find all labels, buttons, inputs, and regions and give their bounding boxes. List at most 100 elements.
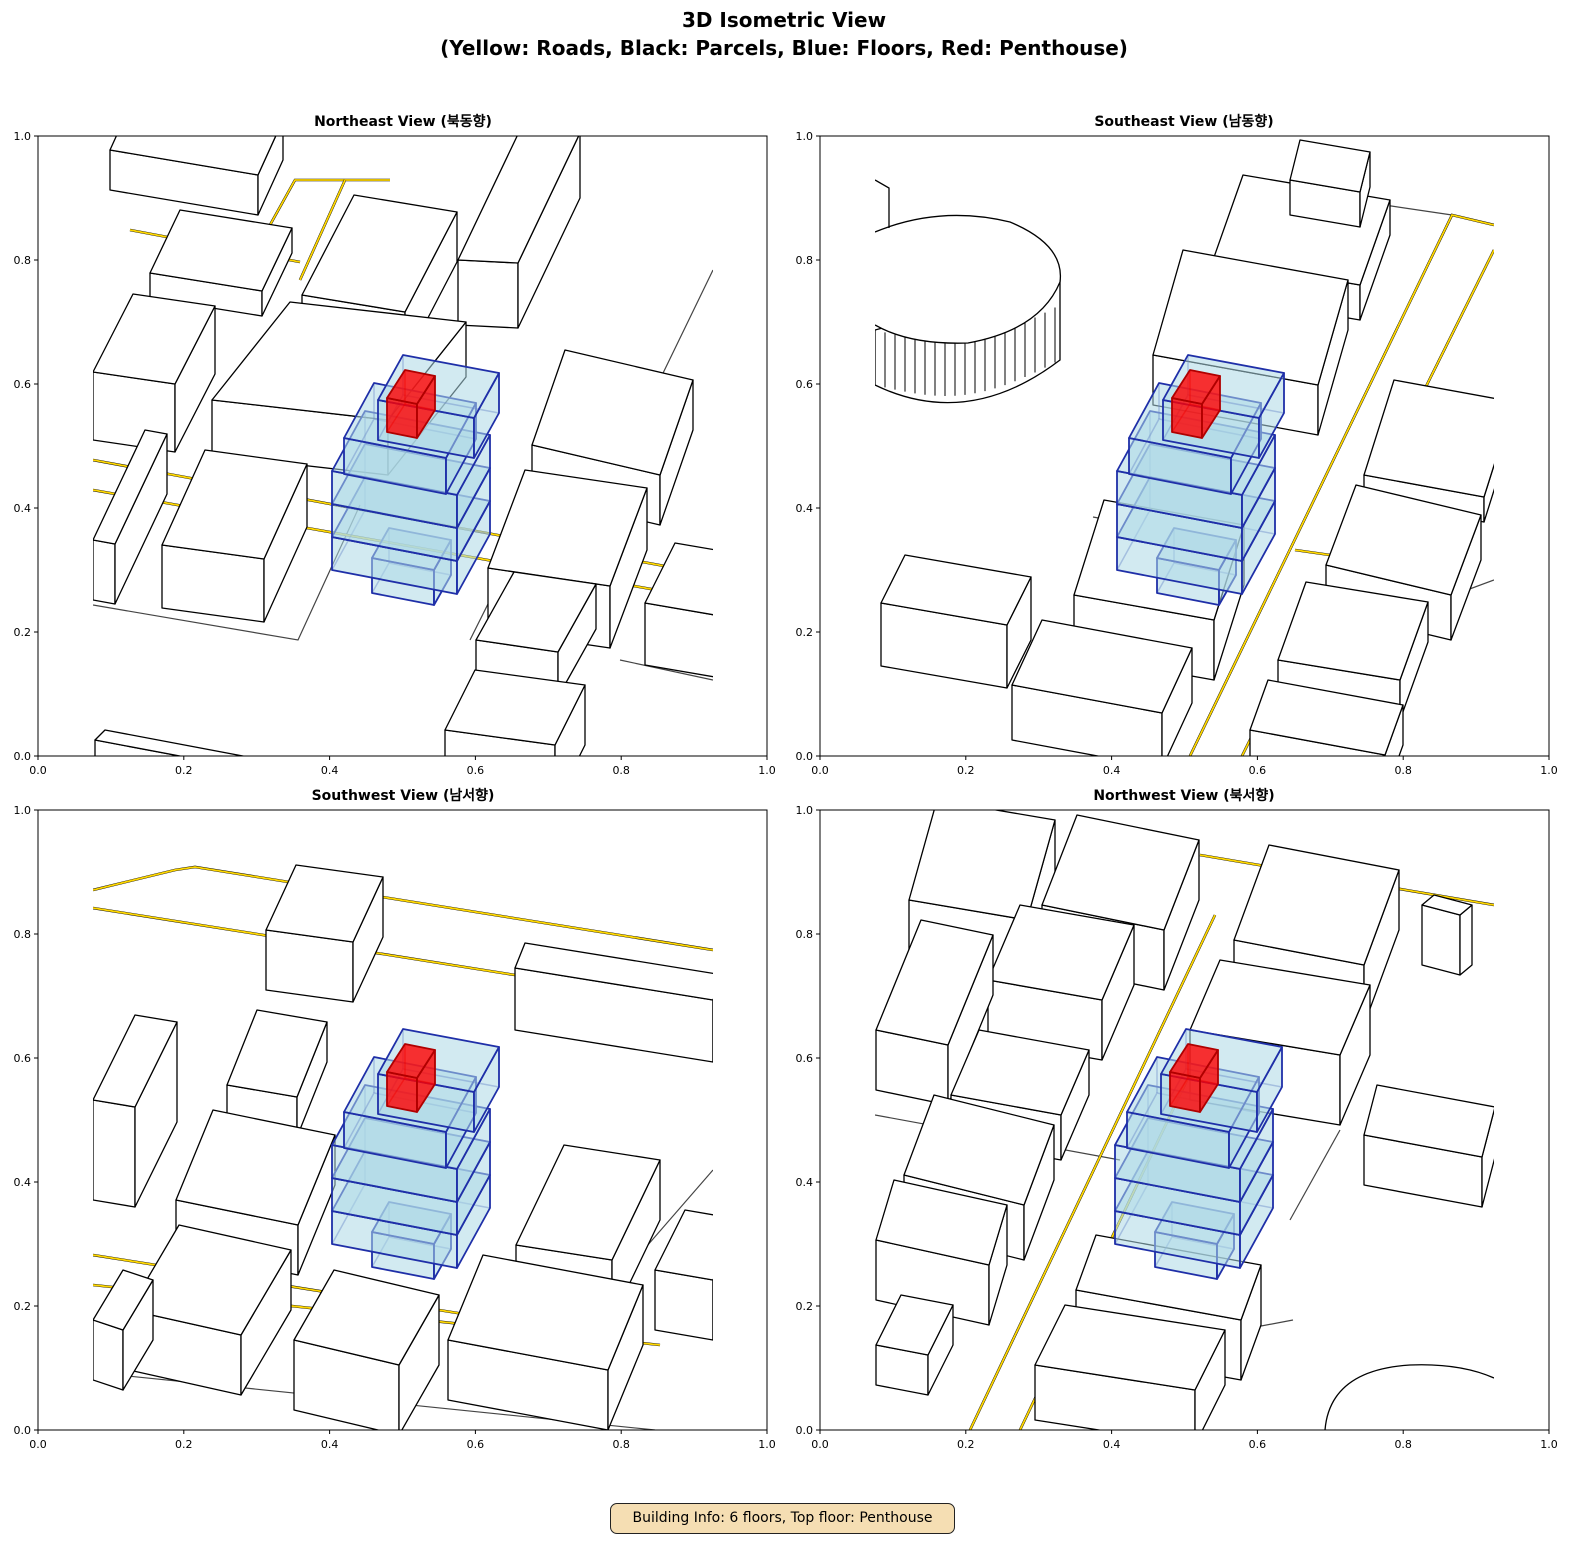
face-side xyxy=(1459,904,1473,976)
x-tick-label: 0.4 xyxy=(321,764,339,777)
face-top xyxy=(880,554,1032,626)
face-front xyxy=(644,602,713,678)
building-block xyxy=(654,1209,713,1341)
building-block xyxy=(93,429,168,605)
axes-frame xyxy=(37,809,768,1431)
penthouse xyxy=(386,369,436,439)
y-tick-label: 0.0 xyxy=(14,750,32,763)
axes-frame xyxy=(37,135,768,757)
y-tick-label: 0.2 xyxy=(14,1300,32,1313)
y-tick-label: 1.0 xyxy=(796,130,814,143)
y-tick-label: 0.4 xyxy=(14,1176,32,1189)
face-top xyxy=(93,1014,178,1108)
x-tick-label: 0.4 xyxy=(1103,1438,1121,1451)
y-tick-label: 0.2 xyxy=(14,626,32,639)
x-tick-label: 0.8 xyxy=(1394,1438,1412,1451)
face-side xyxy=(517,136,581,329)
y-tick-label: 0.4 xyxy=(796,502,814,515)
face-top xyxy=(1249,679,1404,756)
building-block xyxy=(1034,1304,1226,1430)
building-block xyxy=(161,449,308,623)
y-tick-label: 0.4 xyxy=(14,502,32,515)
parcel-line xyxy=(619,659,713,681)
building-block xyxy=(1011,619,1193,756)
building-block xyxy=(875,1179,1008,1326)
building-block xyxy=(93,1014,178,1208)
face-top xyxy=(386,369,436,405)
face-top xyxy=(161,449,308,560)
building-block xyxy=(875,1294,954,1396)
face-top xyxy=(1325,484,1482,596)
cylinder-top xyxy=(875,214,1062,344)
building-block xyxy=(644,542,713,678)
x-tick-label: 0.4 xyxy=(1103,764,1121,777)
face-top xyxy=(1034,1304,1226,1391)
face-top xyxy=(293,1269,440,1366)
road-line xyxy=(299,179,346,281)
panel-title-southeast: Southeast View (남동향) xyxy=(1094,113,1273,130)
face-top xyxy=(475,571,597,653)
face-top xyxy=(1169,1043,1219,1079)
x-tick-label: 0.6 xyxy=(467,764,485,777)
penthouse xyxy=(1169,1043,1219,1113)
y-tick-label: 0.2 xyxy=(796,1300,814,1313)
face-top xyxy=(903,1094,1055,1206)
panel-title-northeast: Northeast View (북동향) xyxy=(314,113,492,130)
y-tick-label: 0.6 xyxy=(14,1052,32,1065)
y-tick-label: 1.0 xyxy=(14,804,32,817)
building-block xyxy=(93,1269,154,1391)
scene-southeast xyxy=(875,139,1494,756)
road-line xyxy=(269,179,390,226)
x-tick-label: 0.2 xyxy=(175,1438,193,1451)
building-block xyxy=(1363,1084,1494,1208)
face-top xyxy=(1289,139,1371,193)
road-line xyxy=(1189,213,1494,756)
panel-title-southwest: Southwest View (남서향) xyxy=(312,787,495,804)
building-block xyxy=(1277,581,1429,721)
face-top xyxy=(149,209,293,292)
face-side xyxy=(1481,1108,1494,1208)
face-top xyxy=(654,1209,713,1281)
y-tick-label: 0.0 xyxy=(796,750,814,763)
face-top xyxy=(514,942,713,1001)
face-top xyxy=(908,810,1056,921)
building-block xyxy=(447,1254,644,1430)
face-top xyxy=(1075,1234,1262,1321)
face-front xyxy=(654,1269,713,1341)
round-building-outline xyxy=(1324,1364,1494,1430)
building-block xyxy=(880,554,1032,689)
face-top xyxy=(1189,959,1371,1056)
face-top xyxy=(1363,379,1494,498)
x-tick-label: 0.6 xyxy=(1249,764,1267,777)
x-tick-label: 0.0 xyxy=(29,1438,47,1451)
scene-northeast xyxy=(93,136,713,756)
penthouse xyxy=(1171,369,1221,439)
face-top xyxy=(875,1179,1008,1266)
face-top xyxy=(109,136,277,176)
face-side xyxy=(1483,463,1494,523)
building-block xyxy=(1289,139,1371,228)
x-tick-label: 1.0 xyxy=(1540,764,1558,777)
x-tick-label: 0.2 xyxy=(957,1438,975,1451)
scene-northwest xyxy=(875,810,1494,1430)
face-top xyxy=(93,1269,154,1331)
face-top xyxy=(226,1009,328,1098)
building-block xyxy=(93,293,216,453)
x-tick-label: 1.0 xyxy=(758,764,776,777)
y-tick-label: 0.0 xyxy=(14,1424,32,1437)
x-tick-label: 0.4 xyxy=(321,1438,339,1451)
face-top xyxy=(93,293,216,385)
building-block xyxy=(293,1269,440,1430)
face-top xyxy=(386,1043,436,1079)
building-block xyxy=(1421,894,1473,976)
building-block xyxy=(514,942,713,1063)
face-top xyxy=(94,729,247,756)
x-tick-label: 0.0 xyxy=(29,764,47,777)
building-block xyxy=(444,669,586,756)
y-tick-label: 0.6 xyxy=(14,378,32,391)
y-tick-label: 0.2 xyxy=(796,626,814,639)
face-top xyxy=(301,194,458,313)
face-front xyxy=(514,967,713,1063)
